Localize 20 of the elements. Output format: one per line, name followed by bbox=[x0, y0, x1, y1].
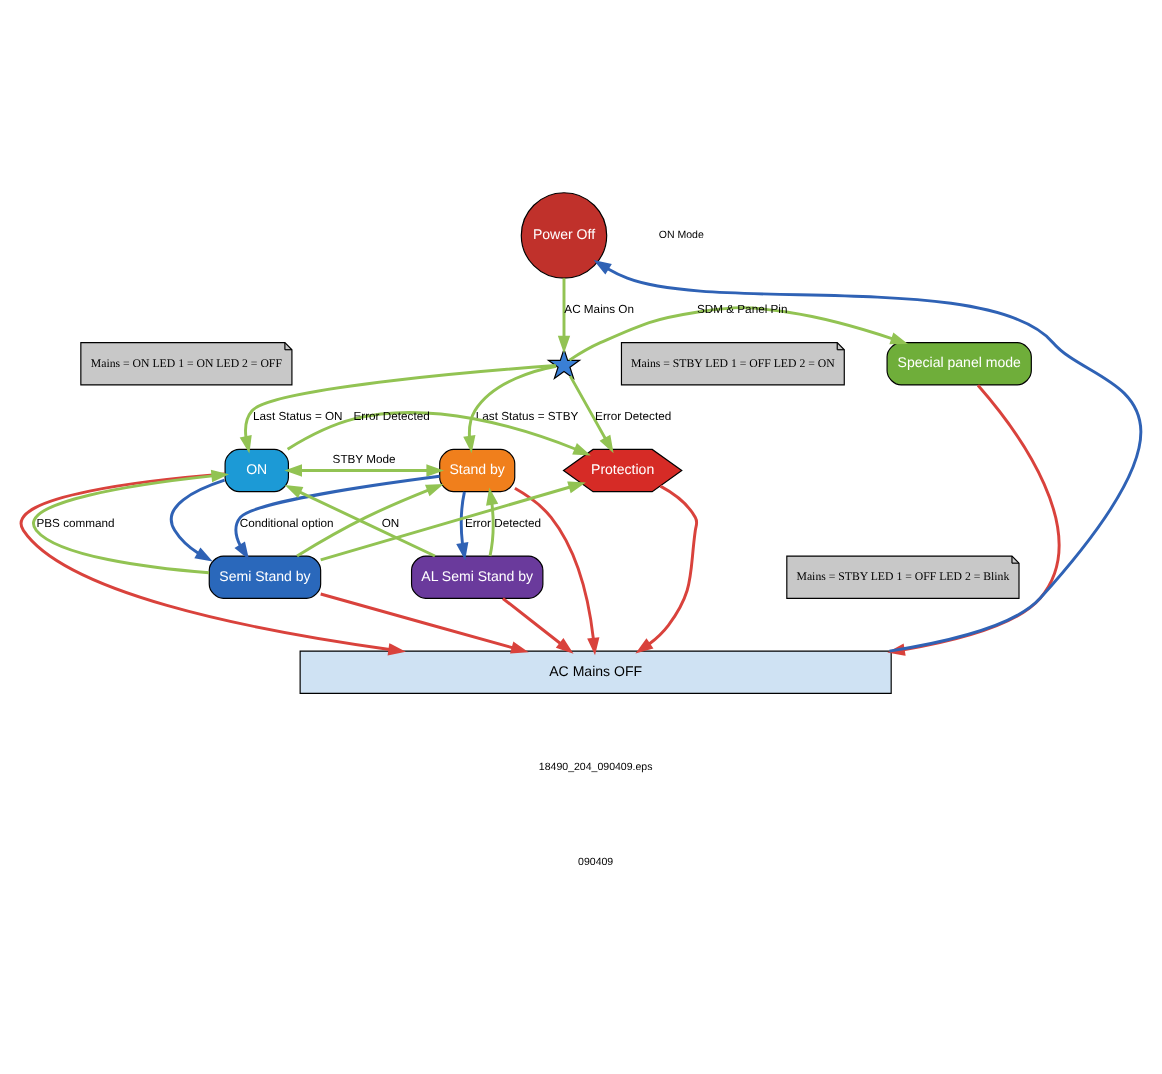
arrow bbox=[286, 410, 591, 455]
arrow bbox=[20, 471, 406, 655]
arrow bbox=[514, 486, 600, 655]
arrow bbox=[569, 374, 614, 453]
arrow bbox=[456, 490, 469, 560]
arrow bbox=[502, 596, 574, 653]
arrow bbox=[320, 480, 586, 561]
node-star bbox=[546, 346, 582, 379]
arrow bbox=[593, 259, 1142, 652]
arrow bbox=[635, 483, 699, 653]
arrow bbox=[568, 305, 909, 361]
arrow bbox=[284, 463, 444, 476]
arrow bbox=[170, 477, 226, 561]
arrow bbox=[32, 468, 229, 574]
arrow bbox=[557, 277, 571, 353]
arrow bbox=[463, 363, 557, 453]
arrow bbox=[320, 591, 529, 653]
arrow bbox=[486, 486, 499, 556]
arrow bbox=[239, 363, 556, 453]
arrow bbox=[234, 473, 440, 559]
